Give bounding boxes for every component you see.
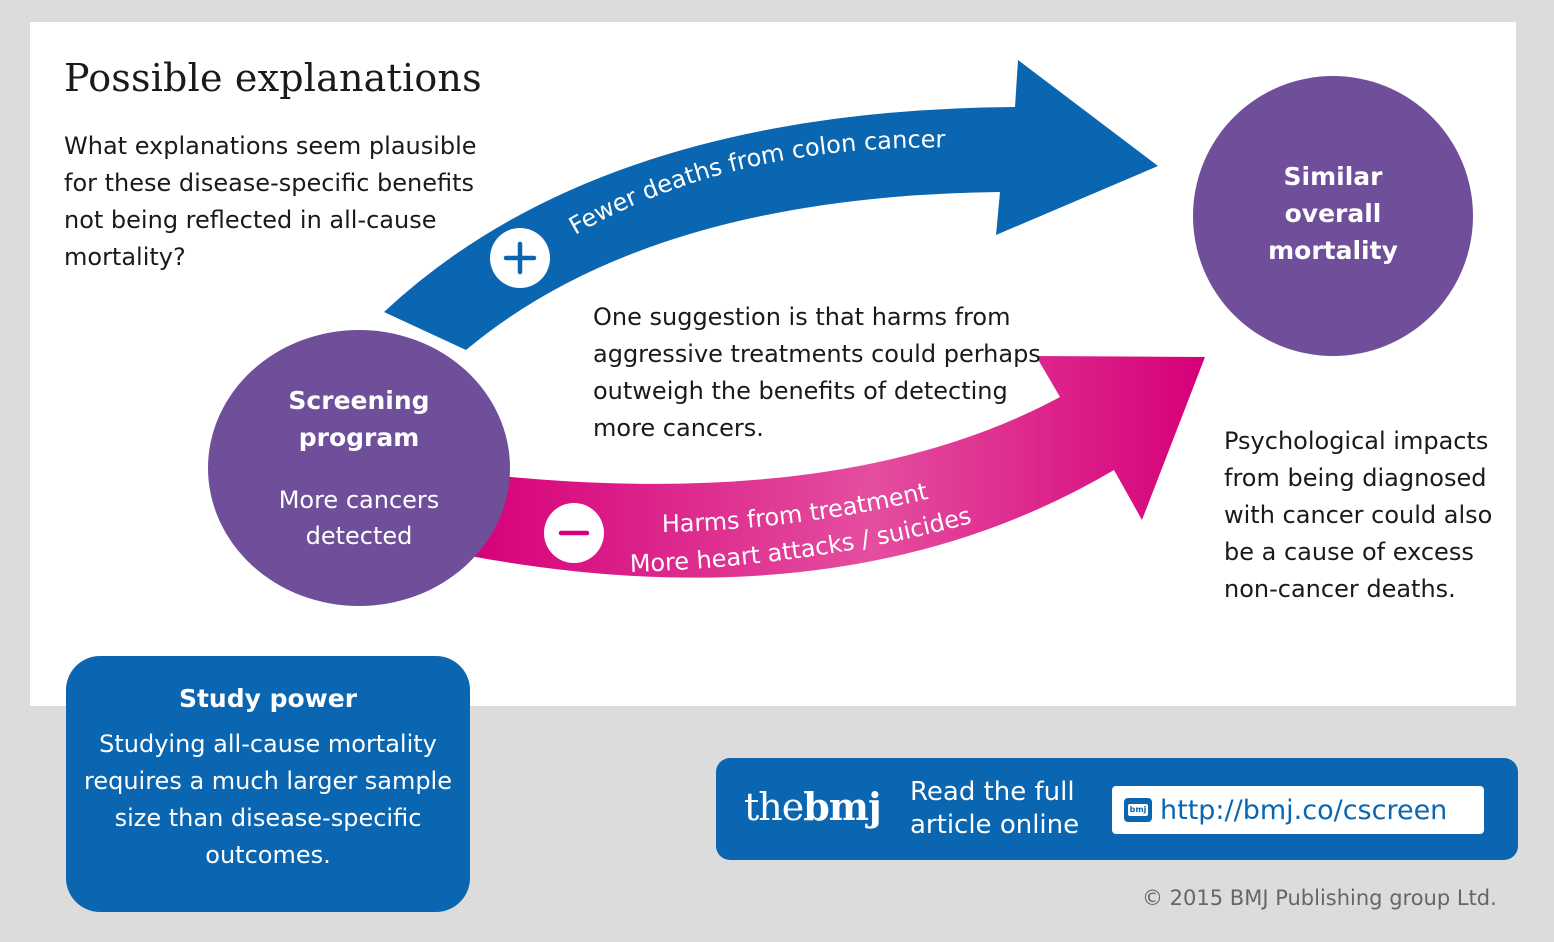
read-full-text: Read the full article online [910, 777, 1080, 840]
plus-glyph [503, 241, 537, 275]
logo-bold: bmj [803, 784, 882, 829]
psychological-text: Psychological impacts from being diagnos… [1224, 427, 1493, 603]
harm-arrow [470, 356, 1205, 578]
mortality-circle: Similar overall mortality [1193, 76, 1473, 356]
question-text: What explanations seem plausible for the… [64, 132, 477, 271]
study-power-box: Study power Studying all-cause mortality… [66, 656, 470, 912]
bmj-link-icon: bmj [1124, 798, 1152, 822]
benefit-arrow [384, 60, 1158, 350]
bmj-footer-bar: thebmj Read the full article online bmj … [716, 758, 1518, 860]
study-power-body: Studying all-cause mortality requires a … [84, 730, 452, 869]
url-link[interactable]: bmj http://bmj.co/cscreen [1112, 786, 1484, 834]
logo-light: the [744, 785, 804, 829]
url-text[interactable]: http://bmj.co/cscreen [1160, 794, 1448, 826]
bmj-logo: thebmj [744, 784, 882, 829]
page-title: Possible explanations [64, 56, 482, 100]
suggestion-text: One suggestion is that harms from aggres… [593, 303, 1041, 442]
copyright-text: © 2015 BMJ Publishing group Ltd. [1142, 886, 1497, 910]
screening-heading: Screening program [288, 386, 430, 452]
mortality-heading: Similar overall mortality [1268, 161, 1398, 265]
study-power-heading: Study power [178, 684, 358, 713]
screening-subtext: More cancers detected [278, 486, 440, 550]
screening-circle: Screening program More cancers detected [208, 330, 510, 606]
